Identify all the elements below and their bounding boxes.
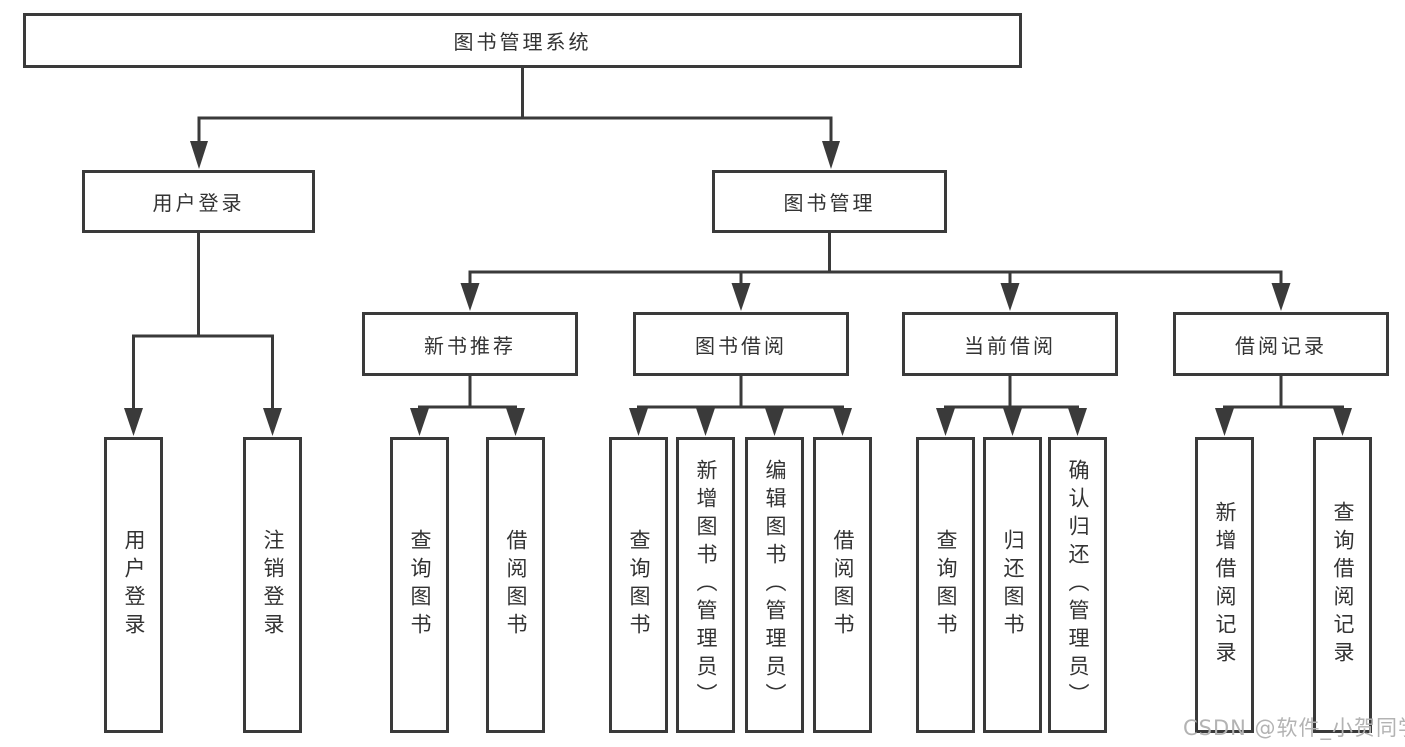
csdn-watermark: CSDN @软件_小贺同学 — [1183, 716, 1405, 740]
leaf-box-query-books-current: 查询图书 — [916, 437, 975, 733]
branch-box-user-login: 用户登录 — [82, 170, 315, 233]
branch-box-book-borrow: 图书借阅 — [633, 312, 849, 376]
branch-box-current-borrow: 当前借阅 — [902, 312, 1118, 376]
branch-box-new-book-recommend: 新书推荐 — [362, 312, 578, 376]
branch-box-book-management: 图书管理 — [712, 170, 947, 233]
leaf-box-confirm-return-admin: 确认归还（管理员） — [1048, 437, 1107, 733]
leaf-box-logout: 注销登录 — [243, 437, 302, 733]
leaf-box-user-login: 用户登录 — [104, 437, 163, 733]
leaf-box-query-borrow-record: 查询借阅记录 — [1313, 437, 1372, 733]
branch-box-borrow-record: 借阅记录 — [1173, 312, 1389, 376]
leaf-box-borrow-books-recommend: 借阅图书 — [486, 437, 545, 733]
leaf-box-return-book: 归还图书 — [983, 437, 1042, 733]
leaf-box-query-books-recommend: 查询图书 — [390, 437, 449, 733]
leaf-box-add-borrow-record: 新增借阅记录 — [1195, 437, 1254, 733]
leaf-box-edit-book-admin: 编辑图书（管理员） — [745, 437, 804, 733]
arrowheads — [124, 141, 1352, 436]
leaf-box-query-books-borrow: 查询图书 — [609, 437, 668, 733]
leaf-box-borrow-books: 借阅图书 — [813, 437, 872, 733]
root-box-library-management-system: 图书管理系统 — [23, 13, 1022, 68]
leaf-box-add-book-admin: 新增图书（管理员） — [676, 437, 735, 733]
